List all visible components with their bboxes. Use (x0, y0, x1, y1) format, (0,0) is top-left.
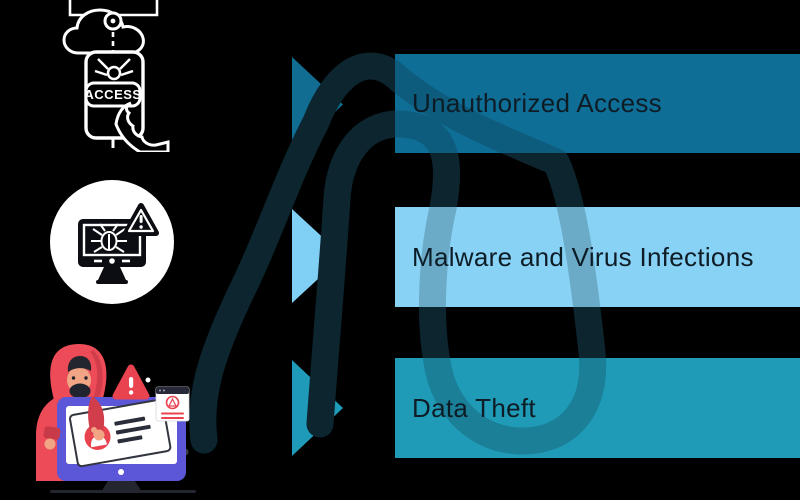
hacker-eye (71, 376, 76, 380)
cloud-phone-access-hack-icon: ACCESS (62, 0, 170, 152)
monitor-stand (101, 481, 142, 492)
hand-icon (114, 101, 170, 152)
alert-circle-icon (165, 395, 180, 410)
window-header (156, 387, 189, 394)
hacker-hand (93, 429, 105, 441)
monitor-button (118, 469, 124, 475)
banner-unauthorized-access: Unauthorized Access (395, 54, 800, 153)
lens-dot (110, 18, 116, 24)
hood-shade (90, 350, 103, 399)
hacker-left-arm (43, 426, 61, 450)
banner-label: Unauthorized Access (412, 88, 662, 118)
banner-label: Malware and Virus Infections (412, 241, 754, 272)
hacker-arm-reaching (88, 396, 105, 441)
spider-bug-icon (94, 58, 134, 81)
id-text-line (114, 416, 146, 426)
hacker-hair (67, 356, 92, 372)
id-text-line (115, 424, 151, 435)
hacker-eye (84, 376, 88, 380)
banner-label: Data Theft (412, 392, 536, 423)
alert-window-card (155, 386, 190, 422)
access-button-label: ACCESS (84, 87, 141, 102)
monitor-stand (98, 267, 126, 280)
bug-icon (91, 223, 127, 253)
id-text-line (117, 435, 143, 444)
cloud-icon (62, 8, 145, 55)
arrow-icon (292, 209, 343, 303)
hacker-thumb (91, 427, 97, 433)
arrow-icon (292, 360, 343, 456)
hacker-mask (69, 383, 91, 399)
monitor-bottom-bar (94, 258, 130, 264)
access-button-icon (84, 81, 142, 108)
monitor-bug-warning-icon (50, 180, 174, 304)
hacker-left-hand (44, 438, 56, 450)
banner-data-theft: Data Theft (395, 358, 800, 458)
arrow-icon (292, 57, 343, 152)
monitor-base (96, 280, 128, 284)
monitor-screen (82, 223, 142, 257)
decor-dot (145, 377, 151, 383)
banner-malware-virus: Malware and Virus Infections (395, 207, 800, 307)
hacker-stealing-id-icon (36, 344, 196, 493)
warning-triangle-icon (123, 203, 159, 236)
warning-triangle-icon (112, 364, 150, 400)
